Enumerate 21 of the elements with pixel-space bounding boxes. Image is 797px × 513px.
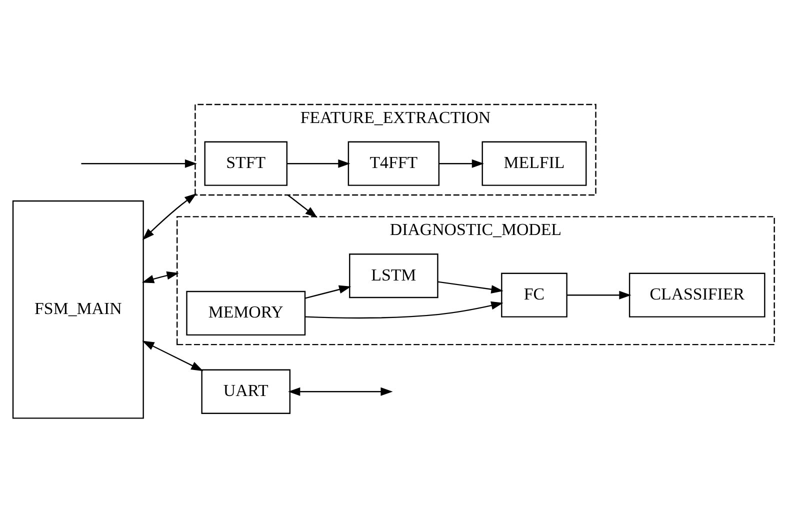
node-box: T4FFT	[348, 141, 440, 186]
arrow	[288, 387, 393, 396]
arrow	[142, 193, 197, 240]
arrow	[287, 194, 318, 218]
node-box: UART	[201, 369, 291, 414]
node-box: MEMORY	[186, 290, 306, 336]
node-box: FC	[501, 272, 568, 318]
arrow	[81, 159, 198, 168]
node-box: LSTM	[349, 253, 438, 298]
node-box: FSM_MAIN	[12, 200, 144, 419]
arrow	[438, 159, 484, 168]
arrow	[305, 285, 352, 299]
arrow	[287, 159, 350, 168]
arrow	[438, 281, 504, 294]
node-box: MELFIL	[482, 141, 587, 186]
arrow	[305, 301, 504, 319]
arrow	[142, 271, 179, 284]
node-box: CLASSIFIER	[628, 272, 766, 318]
node-box: STFT	[204, 141, 288, 186]
arrow	[142, 340, 204, 372]
arrow	[567, 290, 632, 300]
